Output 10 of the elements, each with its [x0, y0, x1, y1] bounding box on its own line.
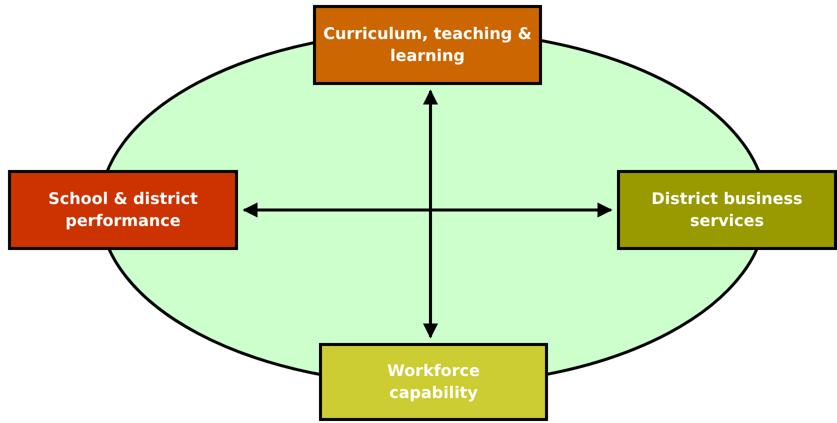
process-box	[617, 170, 837, 250]
process-box	[319, 343, 548, 421]
double-arrow	[423, 90, 438, 338]
box-label: School & district performance	[47, 188, 199, 232]
box-label: Curriculum, teaching & learning	[322, 22, 533, 67]
box-label: District business services	[650, 188, 804, 232]
process-box	[8, 170, 238, 250]
box-label: Workforce capability	[386, 360, 481, 404]
process-box	[313, 5, 542, 85]
double-arrow	[242, 202, 612, 218]
